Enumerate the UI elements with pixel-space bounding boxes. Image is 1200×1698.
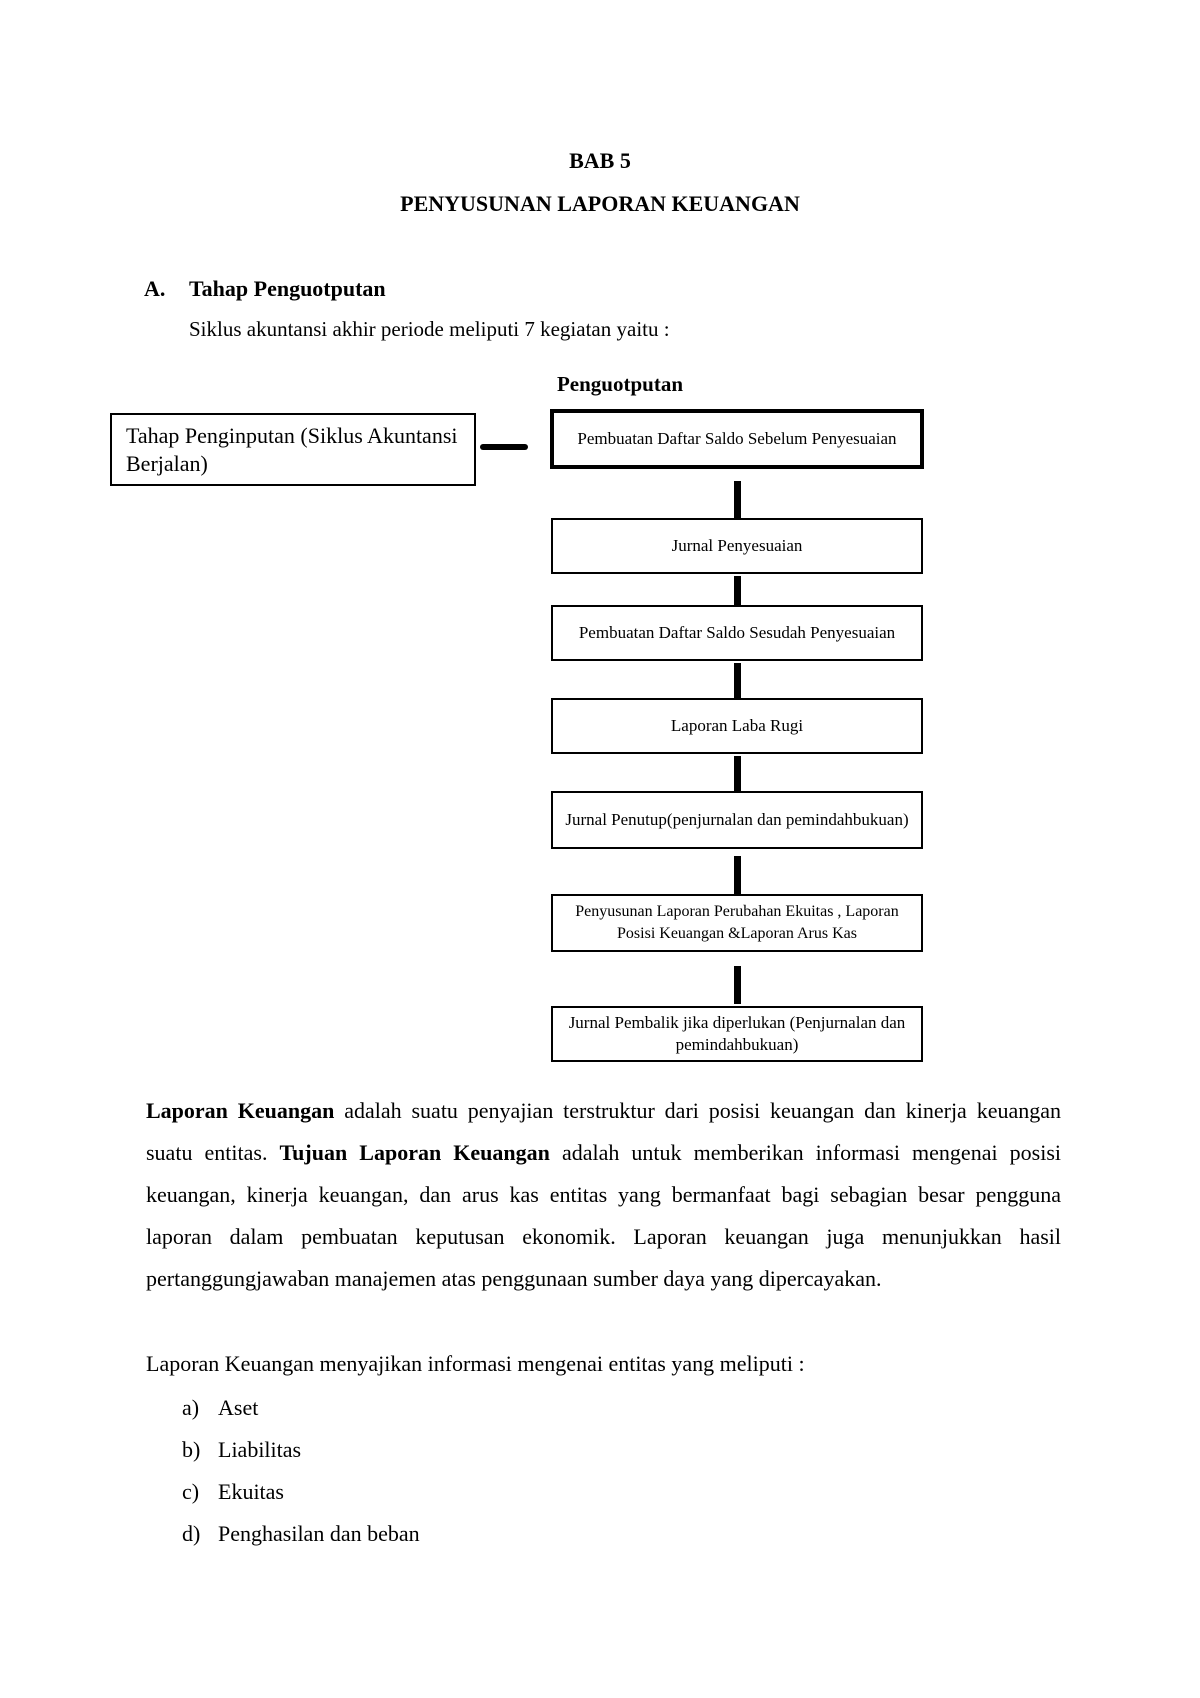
connector-3-4 — [734, 663, 741, 701]
list-item-text: Aset — [218, 1395, 259, 1420]
term-laporan-keuangan: Laporan Keuangan — [146, 1098, 335, 1123]
list-item: a) Aset — [0, 1395, 1200, 1425]
flow-step-2: Jurnal Penyesuaian — [551, 518, 923, 574]
input-stage-box: Tahap Penginputan (Siklus Akuntansi Berj… — [110, 413, 476, 486]
paragraph-text: adalah suatu penyajian terstruktur dari … — [146, 1098, 1061, 1165]
flow-step-6: Penyusunan Laporan Perubahan Ekuitas , L… — [551, 894, 923, 952]
flow-step-5: Jurnal Penutup(penjurnalan dan pemindahb… — [551, 791, 923, 849]
flow-step-1: Pembuatan Daftar Saldo Sebelum Penyesuai… — [550, 409, 924, 469]
definition-paragraph: Laporan Keuangan adalah suatu penyajian … — [146, 1090, 1061, 1300]
list-item: c) Ekuitas — [0, 1479, 1200, 1509]
list-item-text: Ekuitas — [218, 1479, 284, 1504]
flow-step-4: Laporan Laba Rugi — [551, 698, 923, 754]
section-label: A. — [144, 276, 166, 301]
paragraph-text: adalah untuk memberikan informasi mengen… — [146, 1140, 1061, 1291]
list-intro-paragraph: Laporan Keuangan menyajikan informasi me… — [146, 1351, 805, 1376]
connector-2-3 — [734, 576, 741, 612]
flow-step-3: Pembuatan Daftar Saldo Sesudah Penyesuai… — [551, 605, 923, 661]
list-item-label: c) — [182, 1479, 200, 1504]
chapter-heading: BAB 5 — [569, 148, 631, 173]
flow-step-7: Jurnal Pembalik jika diperlukan (Penjurn… — [551, 1006, 923, 1062]
list-item-label: b) — [182, 1437, 201, 1462]
list-item-label: d) — [182, 1521, 201, 1546]
flowchart-title: Penguotputan — [556, 372, 684, 396]
connector-5-6 — [734, 856, 741, 896]
list-item-text: Penghasilan dan beban — [218, 1521, 420, 1546]
connector-6-7 — [734, 966, 741, 1004]
page-title: PENYUSUNAN LAPORAN KEUANGAN — [400, 191, 800, 216]
list-item: b) Liabilitas — [0, 1437, 1200, 1467]
connector-arrow — [480, 444, 528, 450]
connector-1-2 — [734, 481, 741, 519]
section-intro: Siklus akuntansi akhir periode meliputi … — [189, 317, 670, 341]
section-title: Tahap Penguotputan — [189, 276, 386, 301]
list-item-label: a) — [182, 1395, 200, 1420]
list-item-text: Liabilitas — [218, 1437, 302, 1462]
connector-4-5 — [734, 756, 741, 794]
term-tujuan-laporan-keuangan: Tujuan Laporan Keuangan — [279, 1140, 550, 1165]
list-item: d) Penghasilan dan beban — [0, 1521, 1200, 1551]
